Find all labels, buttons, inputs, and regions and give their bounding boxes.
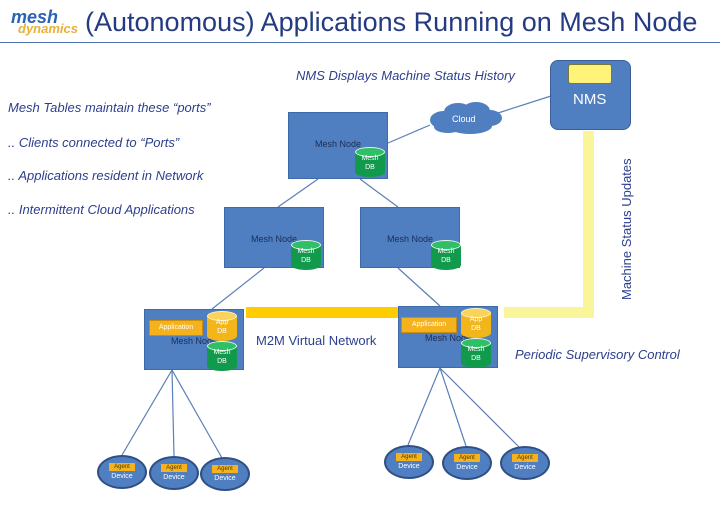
cloud-shape (430, 102, 502, 134)
application-box: Application (401, 317, 457, 333)
nms-label: NMS (573, 91, 607, 108)
mesh-node-lower-left[interactable]: Application Mesh Node App DB Mesh DB (144, 309, 244, 371)
mesh-node-mid-right[interactable]: Mesh Node Mesh DB (360, 207, 461, 270)
agent-badge: Agent (396, 453, 422, 461)
device-line (439, 367, 467, 447)
periodic-control-note: Periodic Supervisory Control (515, 347, 680, 362)
device-label: Device (514, 464, 536, 471)
mesh-tables-note: Mesh Tables maintain these “ports” (8, 100, 211, 115)
nms-screen-icon (568, 64, 612, 84)
mesh-node-label: Mesh Node (387, 234, 434, 244)
agent-badge: Agent (212, 465, 238, 473)
device-node[interactable]: Agent Device (200, 457, 250, 491)
mesh-node-mid-left[interactable]: Mesh Node Mesh DB (224, 207, 324, 270)
device-label: Device (111, 473, 133, 480)
device-line (407, 367, 441, 446)
m2m-label: M2M Virtual Network (256, 333, 377, 348)
cloud-label: Cloud (452, 114, 476, 124)
agent-badge: Agent (512, 454, 538, 462)
m2m-link (246, 307, 398, 318)
nms-history-note: NMS Displays Machine Status History (296, 68, 515, 83)
device-line (439, 367, 521, 449)
device-label: Device (214, 475, 236, 482)
device-node[interactable]: Agent Device (500, 446, 550, 480)
agent-badge: Agent (161, 464, 187, 472)
mesh-node-lower-right[interactable]: Application Mesh Node App DB Mesh DB (398, 306, 498, 368)
mesh-node-label: Mesh Node (171, 336, 218, 346)
agent-badge: Agent (109, 463, 135, 471)
mesh-node-top[interactable]: Mesh Node Mesh DB (288, 112, 388, 179)
clients-note: .. Clients connected to “Ports” (8, 135, 180, 150)
agent-badge: Agent (454, 454, 480, 462)
nms-box[interactable]: NMS (550, 60, 631, 130)
cloud-node-link (387, 124, 431, 144)
page-title: (Autonomous) Applications Running on Mes… (85, 7, 698, 37)
mesh-node-label: Mesh Node (251, 234, 298, 244)
intermittent-note: .. Intermittent Cloud Applications (8, 202, 195, 217)
node-link-left (277, 178, 319, 208)
apps-resident-note: .. Applications resident in Network (8, 168, 204, 183)
mesh-node-label: Mesh Node (425, 333, 472, 343)
status-path-vertical (583, 131, 594, 318)
node-link-lower-right (397, 267, 441, 307)
device-label: Device (398, 463, 420, 470)
mesh-node-label: Mesh Node (315, 139, 362, 149)
logo-mesh: mesh (11, 7, 59, 27)
title-divider (0, 42, 720, 43)
device-line (171, 369, 223, 459)
device-node[interactable]: Agent Device (97, 455, 147, 489)
node-link-right (359, 178, 399, 208)
logo-dynamics: dynamics (18, 21, 78, 36)
device-label: Device (456, 464, 478, 471)
machine-status-label: Machine Status Updates (619, 158, 634, 300)
application-box: Application (149, 320, 203, 336)
nms-cloud-link (497, 95, 552, 114)
device-label: Device (163, 474, 185, 481)
device-node[interactable]: Agent Device (442, 446, 492, 480)
node-link-lower-left (211, 267, 265, 310)
device-line (121, 369, 173, 456)
device-node[interactable]: Agent Device (384, 445, 434, 479)
device-node[interactable]: Agent Device (149, 456, 199, 490)
status-path-horizontal (504, 307, 594, 318)
device-line (171, 369, 175, 457)
